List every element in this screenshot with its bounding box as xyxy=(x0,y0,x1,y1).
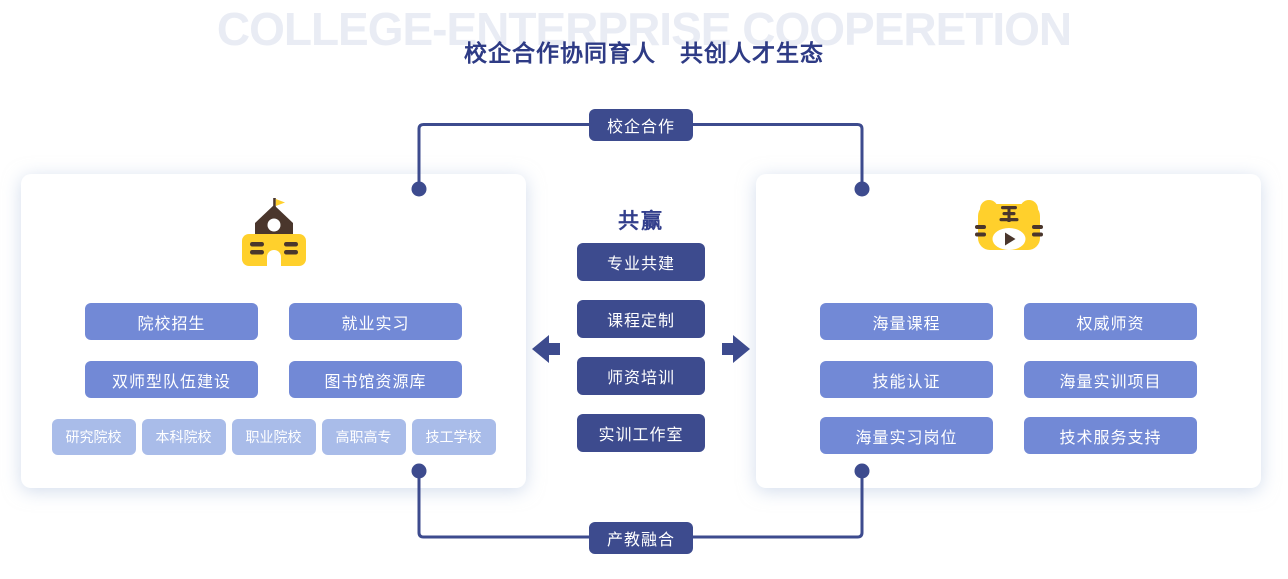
bottom-badge: 产教融合 xyxy=(589,522,693,554)
cooperation-item: 师资培训 xyxy=(577,357,705,395)
tiger-video-icon xyxy=(756,198,1261,256)
enterprise-button: 海量课程 xyxy=(820,303,993,340)
arrow-right-icon xyxy=(722,335,750,363)
enterprise-button: 海量实训项目 xyxy=(1024,361,1197,398)
college-card: 院校招生 就业实习 双师型队伍建设 图书馆资源库 研究院校 本科院校 职业院校 … xyxy=(21,174,526,488)
college-button: 就业实习 xyxy=(289,303,462,340)
college-button: 图书馆资源库 xyxy=(289,361,462,398)
top-badge: 校企合作 xyxy=(589,109,693,141)
college-type-tag: 技工学校 xyxy=(411,419,496,455)
cooperation-item: 专业共建 xyxy=(577,243,705,281)
watermark-text: COLLEGE-ENTERPRISE COOPERETION xyxy=(216,3,1072,55)
school-building-icon xyxy=(21,198,526,268)
page-title: 校企合作协同育人 共创人才生态 xyxy=(464,40,824,66)
cooperation-item: 课程定制 xyxy=(577,300,705,338)
college-type-tag: 研究院校 xyxy=(51,419,136,455)
enterprise-button: 权威师资 xyxy=(1024,303,1197,340)
arrow-left-icon xyxy=(532,335,560,363)
college-type-tag: 本科院校 xyxy=(141,419,226,455)
college-button: 院校招生 xyxy=(85,303,258,340)
enterprise-button: 技能认证 xyxy=(820,361,993,398)
college-button: 双师型队伍建设 xyxy=(85,361,258,398)
win-win-title: 共赢 xyxy=(618,210,664,233)
college-type-tag: 高职高专 xyxy=(321,419,406,455)
enterprise-card: 海量课程 权威师资 技能认证 海量实训项目 海量实习岗位 技术服务支持 xyxy=(756,174,1261,488)
college-type-tag: 职业院校 xyxy=(231,419,316,455)
cooperation-item: 实训工作室 xyxy=(577,414,705,452)
enterprise-button: 技术服务支持 xyxy=(1024,417,1197,454)
enterprise-button: 海量实习岗位 xyxy=(820,417,993,454)
